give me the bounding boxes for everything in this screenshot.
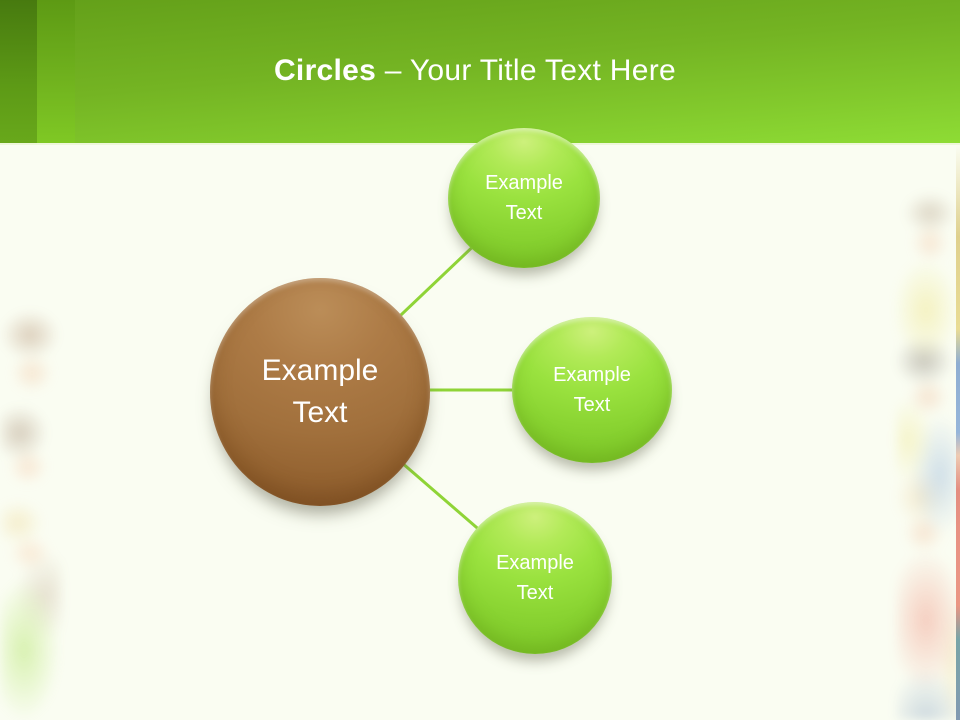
header-stripe-dark bbox=[0, 0, 37, 143]
slide-title-bold: Circles bbox=[273, 54, 377, 87]
satellite-circle-bottom: Example Text bbox=[458, 502, 612, 654]
header-stripe-light bbox=[37, 0, 75, 143]
center-circle: Example Text bbox=[210, 278, 430, 506]
satellite-circle-middle-label: Example Text bbox=[553, 364, 631, 416]
satellite-circle-bottom-label: Example Text bbox=[496, 552, 574, 604]
children-photo-edge-strip bbox=[956, 145, 960, 720]
satellite-circle-middle: Example Text bbox=[512, 317, 672, 463]
satellite-circle-top-label: Example Text bbox=[485, 172, 563, 224]
center-circle-label: Example Text bbox=[261, 354, 379, 429]
children-photo-left bbox=[0, 145, 62, 720]
header-bar: Circles – Your Title Text Here bbox=[0, 0, 960, 145]
satellite-circle-top: Example Text bbox=[448, 128, 600, 268]
slide-title-rest: – Your Title Text Here bbox=[384, 54, 677, 87]
slide-title: Circles – Your Title Text Here bbox=[0, 54, 950, 88]
children-photo-right bbox=[896, 145, 960, 720]
